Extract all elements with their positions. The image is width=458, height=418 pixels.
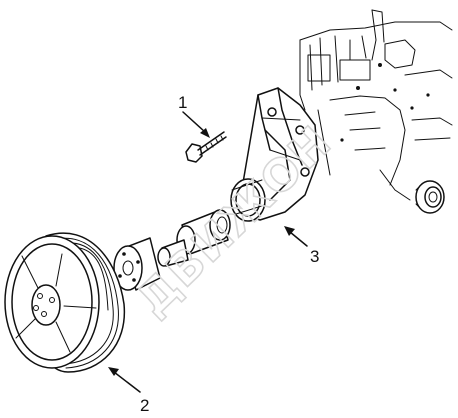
- callout-1: 1: [178, 93, 187, 112]
- callout-leader-1: [182, 111, 210, 138]
- pulley: [4, 232, 126, 373]
- pulley-hub: [113, 237, 161, 291]
- idler-shaft: [157, 209, 231, 267]
- callout-2: 2: [140, 396, 149, 415]
- callout-leader-2: [108, 367, 141, 393]
- mounting-bracket: [230, 87, 319, 222]
- callout-leader-3: [284, 226, 308, 247]
- watermark: ДВИЖОН: [127, 116, 342, 326]
- seal-ring: [415, 180, 445, 214]
- engine-block: [299, 9, 453, 201]
- bolt: [185, 131, 227, 163]
- callout-3: 3: [310, 247, 319, 266]
